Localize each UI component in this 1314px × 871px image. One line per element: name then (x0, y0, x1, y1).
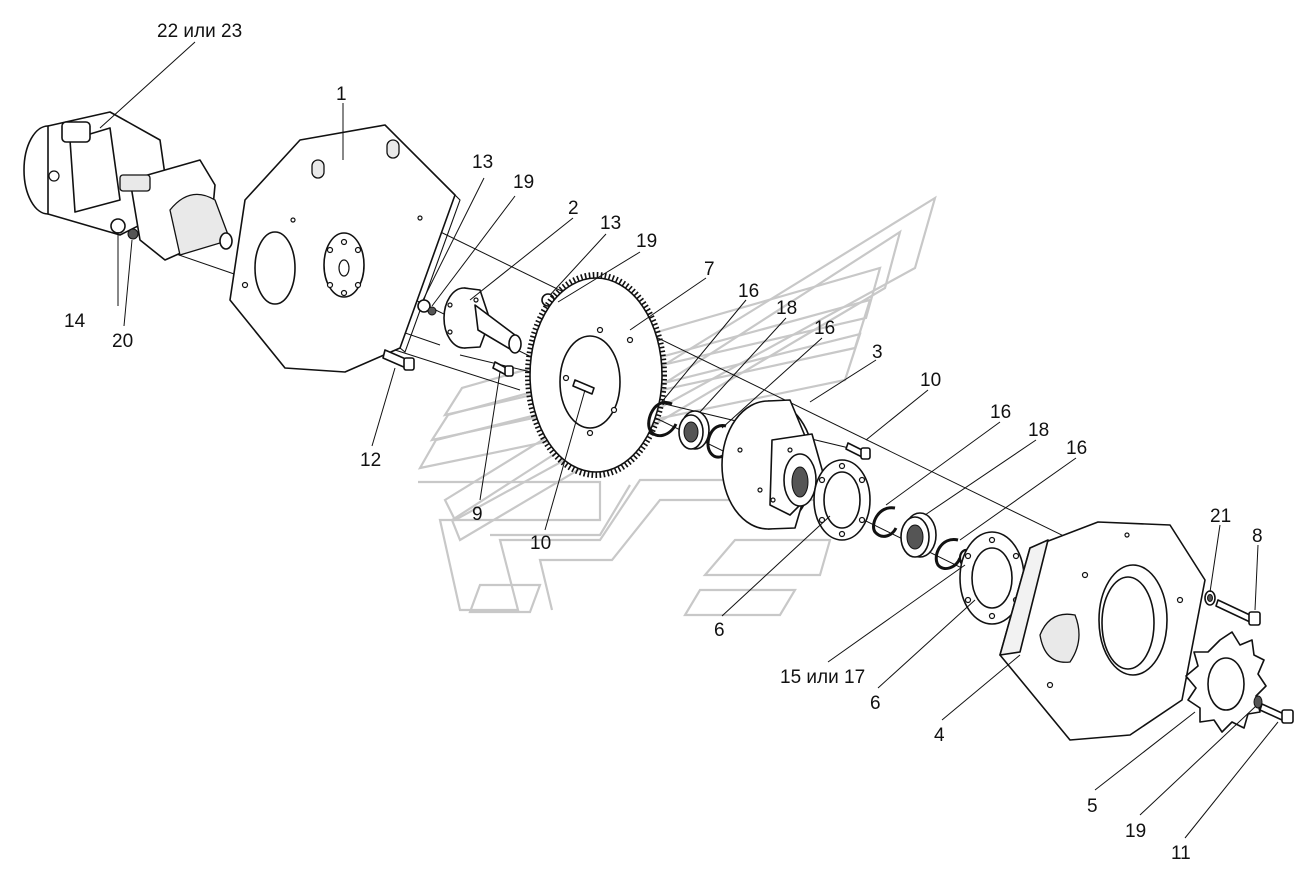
label-circlip-b: 16 (814, 318, 835, 339)
label-cover: 4 (934, 725, 945, 746)
washer-sprocket (1253, 695, 1263, 709)
bolt-hub (845, 442, 871, 460)
label-gasket-a: 6 (714, 620, 725, 641)
label-bolt-hub: 10 (920, 370, 941, 391)
shaft (443, 287, 522, 354)
label-bolt-cover: 8 (1252, 526, 1263, 547)
hub (721, 399, 826, 530)
bolt-plate (382, 349, 415, 371)
gasket-a (813, 459, 871, 541)
label-starter: 22 или 23 (157, 21, 242, 42)
circlip-a (647, 400, 678, 438)
label-sprocket: 5 (1087, 796, 1098, 817)
sprocket (1185, 631, 1267, 733)
label-nut-b: 13 (600, 213, 621, 234)
label-gasket-b: 6 (870, 693, 881, 714)
label-bolt-sprocket: 11 (1171, 843, 1191, 864)
label-washer-a: 19 (513, 172, 534, 193)
label-circlip-d: 16 (1066, 438, 1087, 459)
label-washer-b: 19 (636, 231, 657, 252)
bearing-a (678, 410, 710, 450)
label-plate: 1 (336, 84, 347, 105)
nut-washer-a (417, 299, 437, 316)
circlip-d (934, 538, 962, 570)
label-ring: 15 или 17 (780, 667, 865, 688)
callout-labels: 22 или 23 1 13 19 2 13 19 7 16 18 16 3 1… (64, 21, 1263, 864)
label-washer-d: 19 (1125, 821, 1146, 842)
label-bolt-plate: 12 (360, 450, 381, 471)
label-washer-starter: 20 (112, 331, 133, 352)
cover (999, 521, 1206, 741)
bolt-sprocket (1259, 703, 1294, 724)
bolt-cover (1215, 599, 1261, 626)
label-nut-starter: 14 (64, 311, 86, 332)
leader-lines (99, 41, 1279, 839)
mounting-plate (229, 124, 461, 373)
label-bolt-gear: 10 (530, 533, 551, 554)
label-hub: 3 (872, 342, 883, 363)
label-washer-c: 21 (1210, 506, 1231, 527)
circlip-c (872, 506, 898, 538)
label-shaft: 2 (568, 198, 579, 219)
label-ring-gear: 7 (704, 259, 715, 280)
ring-gear (525, 272, 667, 478)
bearing-b (900, 512, 937, 558)
washer-cover (1204, 590, 1216, 606)
label-bolt-shaft: 9 (472, 504, 483, 525)
label-bearing-a: 18 (776, 298, 797, 319)
gasket-b (959, 531, 1025, 625)
label-bearing-b: 18 (1028, 420, 1049, 441)
label-circlip-a: 16 (738, 281, 759, 302)
bolt-shaft (492, 361, 514, 377)
label-nut-a: 13 (472, 152, 493, 173)
label-circlip-c: 16 (990, 402, 1011, 423)
starter-motor (23, 111, 233, 261)
